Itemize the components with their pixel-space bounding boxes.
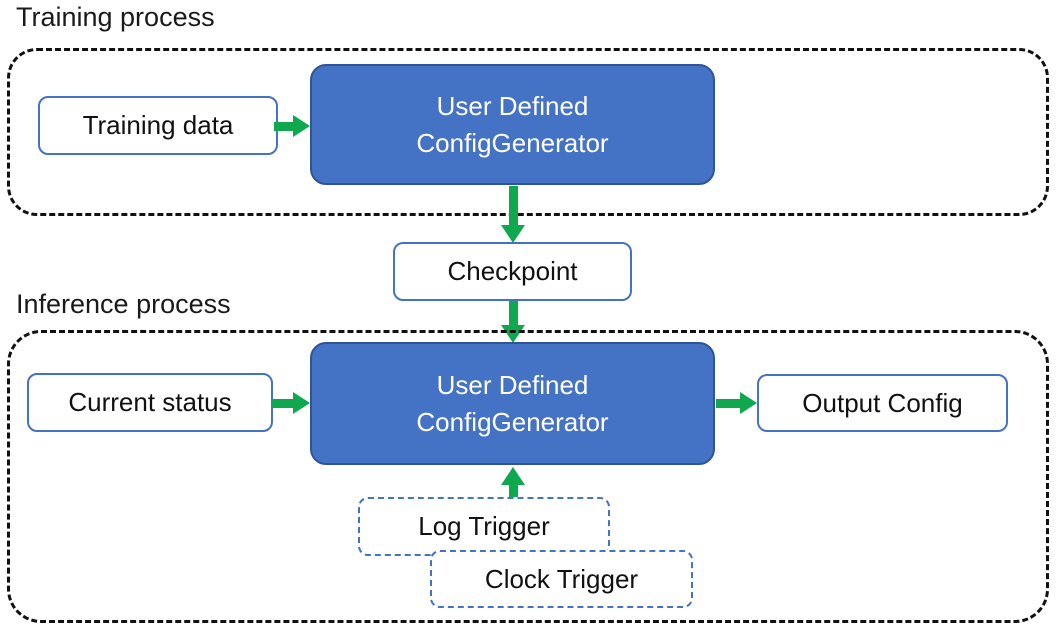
training-process-container — [7, 48, 1049, 216]
training-config-generator-line2: ConfigGenerator — [416, 127, 609, 158]
inference-process-container — [7, 330, 1049, 623]
arrow-shaft — [509, 483, 518, 498]
current-status-box: Current status — [27, 373, 273, 432]
arrow-shaft — [271, 399, 296, 408]
training-config-generator-box: User Defined ConfigGenerator — [310, 64, 715, 185]
arrow-shaft — [274, 122, 296, 131]
arrow-head — [501, 467, 525, 485]
training-data-box: Training data — [38, 96, 278, 155]
training-process-label: Training process — [16, 2, 215, 32]
inference-process-label: Inference process — [16, 289, 231, 319]
arrow-head — [501, 325, 525, 343]
arrow-checkpoint-to-generator — [501, 301, 525, 343]
training-config-generator-line1: User Defined — [436, 90, 589, 121]
arrow-shaft — [509, 186, 518, 227]
arrow-shaft — [716, 399, 743, 408]
checkpoint-box: Checkpoint — [393, 242, 632, 301]
arrow-current-status-to-generator — [271, 392, 310, 414]
clock-trigger-box: Clock Trigger — [430, 550, 693, 608]
arrow-generator-to-checkpoint — [501, 186, 525, 243]
output-config-box: Output Config — [757, 374, 1008, 432]
arrow-training-data-to-generator — [274, 115, 310, 137]
arrow-head — [501, 225, 525, 243]
arrow-head — [293, 115, 310, 137]
arrow-head — [740, 392, 757, 414]
inference-config-generator-line1: User Defined — [436, 369, 589, 400]
arrow-generator-to-output-config — [716, 392, 757, 414]
arrow-shaft — [509, 301, 518, 327]
arrow-triggers-to-generator — [501, 467, 525, 498]
log-trigger-box: Log Trigger — [358, 497, 610, 556]
inference-config-generator-line2: ConfigGenerator — [416, 406, 609, 437]
arrow-head — [293, 392, 310, 414]
inference-config-generator-box: User Defined ConfigGenerator — [310, 342, 715, 465]
